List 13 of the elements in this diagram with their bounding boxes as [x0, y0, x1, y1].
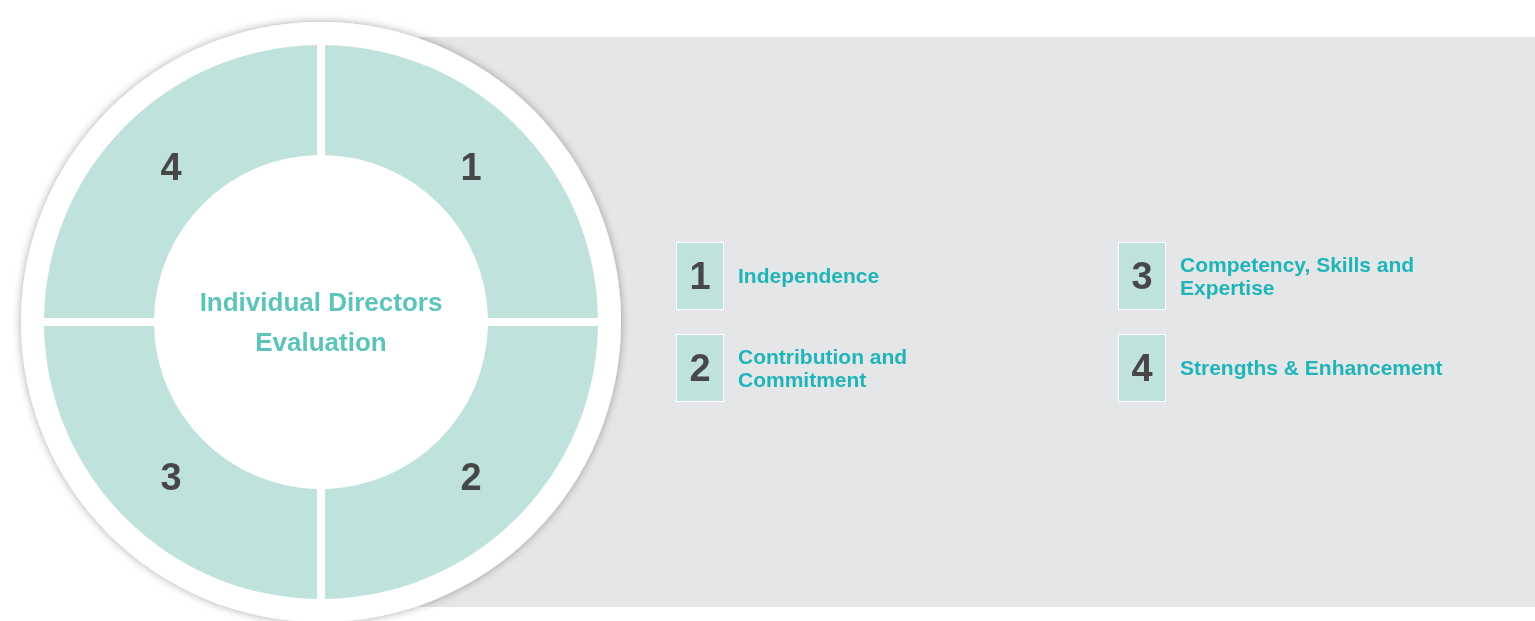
item-label: Competency, Skills and Expertise [1180, 252, 1416, 300]
number-box: 3 [1118, 242, 1166, 310]
number-box: 1 [676, 242, 724, 310]
item-label: Strengths & Enhancement [1180, 356, 1444, 380]
item-label: Independence [738, 264, 881, 288]
segment-number: 3 [159, 458, 183, 496]
number-box: 4 [1118, 334, 1166, 402]
number-box: 2 [676, 334, 724, 402]
center-title: Individual Directors Evaluation [198, 285, 444, 359]
segment-number: 4 [159, 148, 183, 186]
segment-number: 1 [459, 148, 483, 186]
segment-number: 2 [459, 458, 483, 496]
item-label: Contribution and Commitment [738, 344, 909, 392]
